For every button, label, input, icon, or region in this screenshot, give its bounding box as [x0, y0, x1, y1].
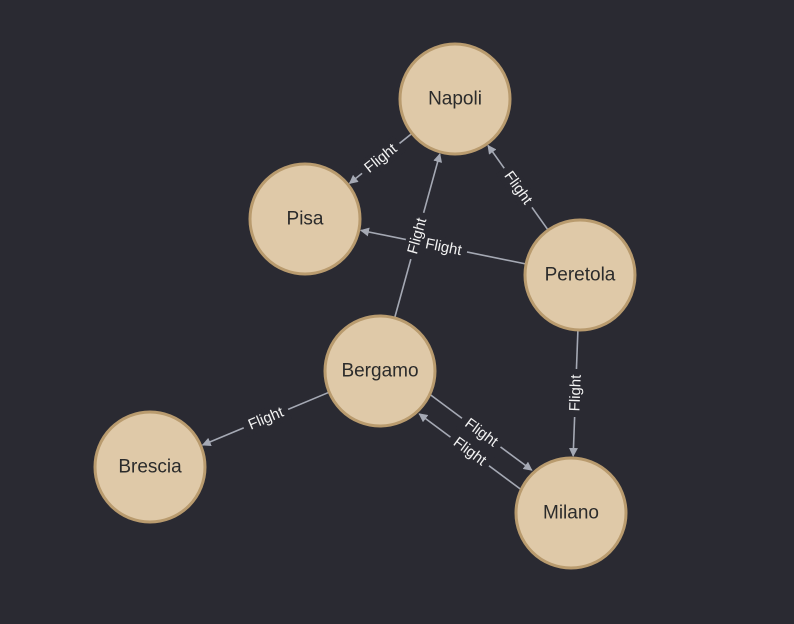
edge-label-background: [444, 429, 495, 474]
node-circle[interactable]: [514, 456, 628, 570]
edge-bergamo-milano[interactable]: Flight: [430, 394, 533, 471]
edge-peretola-milano[interactable]: Flight: [564, 329, 587, 457]
edge-label-background: [496, 162, 541, 214]
node-brescia[interactable]: Brescia: [93, 410, 207, 524]
node-peretola[interactable]: Peretola: [523, 218, 637, 332]
edge-label: Flight: [566, 374, 584, 412]
edge-label-background: [564, 368, 587, 418]
edge-label-group: Flight: [496, 162, 541, 214]
node-napoli[interactable]: Napoli: [398, 42, 512, 156]
edge-bergamo-brescia[interactable]: Flight: [201, 391, 330, 447]
node-circle[interactable]: [323, 314, 437, 428]
node-pisa[interactable]: Pisa: [248, 162, 362, 276]
node-circle[interactable]: [398, 42, 512, 156]
edge-label-group: Flight: [564, 368, 587, 418]
edge-label-background: [456, 410, 507, 455]
edge-label-group: Flight: [239, 400, 292, 438]
node-circle[interactable]: [93, 410, 207, 524]
edge-label: Flight: [424, 235, 464, 259]
node-circle[interactable]: [248, 162, 362, 276]
edge-label-background: [401, 210, 434, 262]
edge-label-group: Flight: [355, 135, 406, 182]
edge-label-background: [239, 400, 292, 438]
node-circle[interactable]: [523, 218, 637, 332]
node-milano[interactable]: Milano: [514, 456, 628, 570]
edge-label-background: [355, 135, 406, 182]
node-bergamo[interactable]: Bergamo: [323, 314, 437, 428]
edge-label-background: [417, 232, 469, 262]
edge-napoli-pisa[interactable]: Flight: [348, 132, 413, 185]
edge-peretola-napoli[interactable]: Flight: [487, 144, 549, 231]
edge-peretola-pisa[interactable]: Flight: [359, 227, 527, 265]
